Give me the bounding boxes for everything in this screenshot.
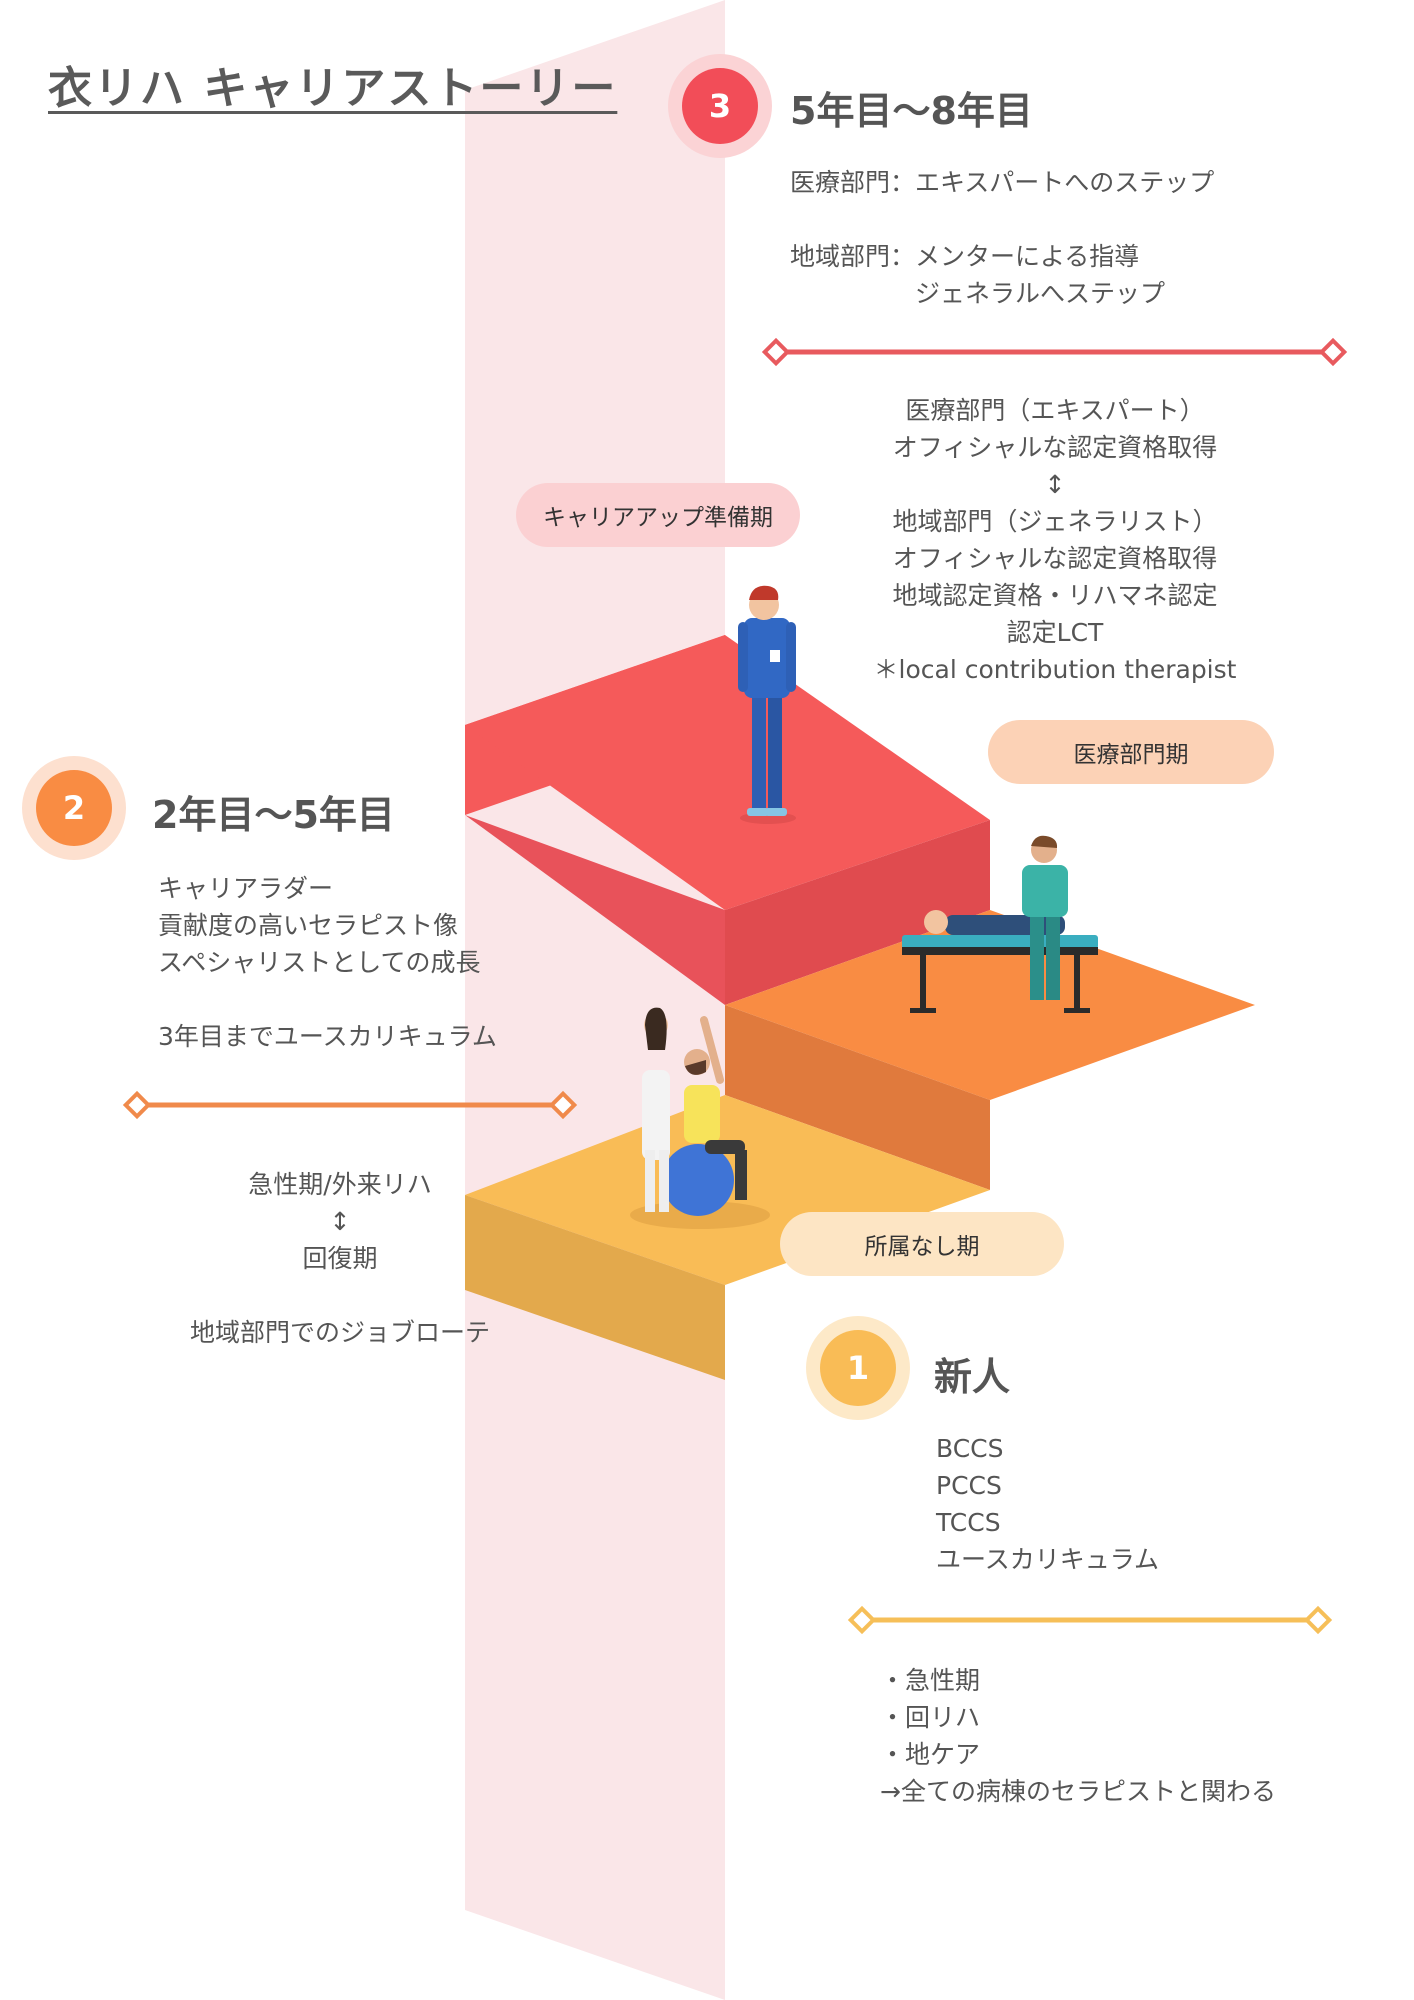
- stage1-detail-line: ・急性期: [880, 1666, 981, 1695]
- stage2-number: 2: [36, 770, 112, 846]
- timeline-band: [465, 0, 725, 2000]
- stage3-line: 医療部門：エキスパートへのステップ: [790, 168, 1215, 197]
- page-title: 衣リハ キャリアストーリー: [48, 63, 618, 114]
- stage2-detail-line: 急性期/外来リハ: [248, 1170, 432, 1199]
- pill-medical-period: 医療部門期: [988, 720, 1274, 784]
- step-middle-front: [725, 1005, 990, 1190]
- step-top-tread: [465, 635, 990, 910]
- stage3-detail: 医療部門（エキスパート） オフィシャルな認定資格取得 ↕ 地域部門（ジェネラリス…: [870, 392, 1240, 688]
- divider-line-stage3: [761, 337, 1348, 367]
- stage3-line: 地域部門：メンターによる指導: [790, 242, 1140, 271]
- stage2-line: [158, 981, 497, 1018]
- stage2-detail-line: 回復期: [302, 1244, 378, 1273]
- stage3-detail-line: 認定LCT: [1006, 618, 1104, 647]
- stage1-detail-line: ・回リハ: [880, 1703, 981, 1732]
- stage1-number: 1: [820, 1330, 896, 1406]
- stage2-detail-line: [140, 1277, 540, 1314]
- stage2-line: キャリアラダー: [158, 874, 334, 903]
- stage1-line: PCCS: [936, 1471, 1002, 1500]
- stage1-detail-line: →全ての病棟のセラピストと関わる: [880, 1777, 1276, 1806]
- stage2-line: 3年目までユースカリキュラム: [158, 1022, 497, 1051]
- therapist-patient-table-figure: [902, 835, 1098, 1013]
- stage2-line: 貢献度の高いセラピスト像: [158, 911, 459, 940]
- stage3-badge: 3: [668, 54, 772, 158]
- step-top-front: [725, 820, 990, 1005]
- stage2-detail-line: ↕: [329, 1207, 351, 1236]
- stage1-summary: BCCS PCCS TCCS ユースカリキュラム: [936, 1430, 1159, 1578]
- therapist-ball-exercise-figure: [630, 1007, 770, 1229]
- stage3-number: 3: [682, 68, 758, 144]
- stage1-line: BCCS: [936, 1434, 1004, 1463]
- stage3-detail-line: ↕: [1044, 470, 1066, 499]
- doctor-figure: [738, 585, 796, 824]
- stage2-summary: キャリアラダー 貢献度の高いセラピスト像 スペシャリストとしての成長 3年目まで…: [158, 870, 497, 1055]
- divider-line-stage2: [122, 1090, 578, 1120]
- stage1-line: ユースカリキュラム: [936, 1545, 1160, 1574]
- divider-line-stage1: [847, 1605, 1333, 1635]
- stage3-line: ジェネラルへステップ: [790, 279, 1166, 308]
- stage3-line: [790, 201, 1214, 238]
- stage1-line: TCCS: [936, 1508, 1001, 1537]
- stage1-badge: 1: [806, 1316, 910, 1420]
- stage3-detail-line: 地域認定資格・リハマネ認定: [892, 581, 1218, 610]
- stage3-heading: 5年目〜8年目: [790, 89, 1033, 133]
- stage2-detail-line: 地域部門でのジョブローテ: [189, 1318, 490, 1347]
- stage3-detail-line: オフィシャルな認定資格取得: [892, 433, 1218, 462]
- stage3-detail-line: ＊local contribution therapist: [873, 655, 1237, 684]
- pill-career-prep: キャリアアップ準備期: [516, 483, 800, 547]
- stage3-detail-line: 地域部門（ジェネラリスト）: [892, 507, 1218, 536]
- stage2-badge: 2: [22, 756, 126, 860]
- step-bottom-front: [465, 1195, 725, 1380]
- pill-no-affiliation: 所属なし期: [780, 1212, 1064, 1276]
- stage2-heading: 2年目〜5年目: [152, 793, 395, 837]
- stage3-detail-line: 医療部門（エキスパート）: [905, 396, 1205, 425]
- stage1-detail: ・急性期 ・回リハ ・地ケア →全ての病棟のセラピストと関わる: [880, 1662, 1276, 1810]
- stage3-detail-line: オフィシャルな認定資格取得: [892, 544, 1218, 573]
- stage3-summary: 医療部門：エキスパートへのステップ 地域部門：メンターによる指導 ジェネラルへス…: [790, 164, 1214, 312]
- stage2-detail: 急性期/外来リハ ↕ 回復期 地域部門でのジョブローテ: [140, 1166, 540, 1351]
- stage1-detail-line: ・地ケア: [880, 1740, 981, 1769]
- step-top-left: [465, 815, 725, 1005]
- stage1-heading: 新人: [934, 1355, 1011, 1399]
- stage2-line: スペシャリストとしての成長: [158, 948, 481, 977]
